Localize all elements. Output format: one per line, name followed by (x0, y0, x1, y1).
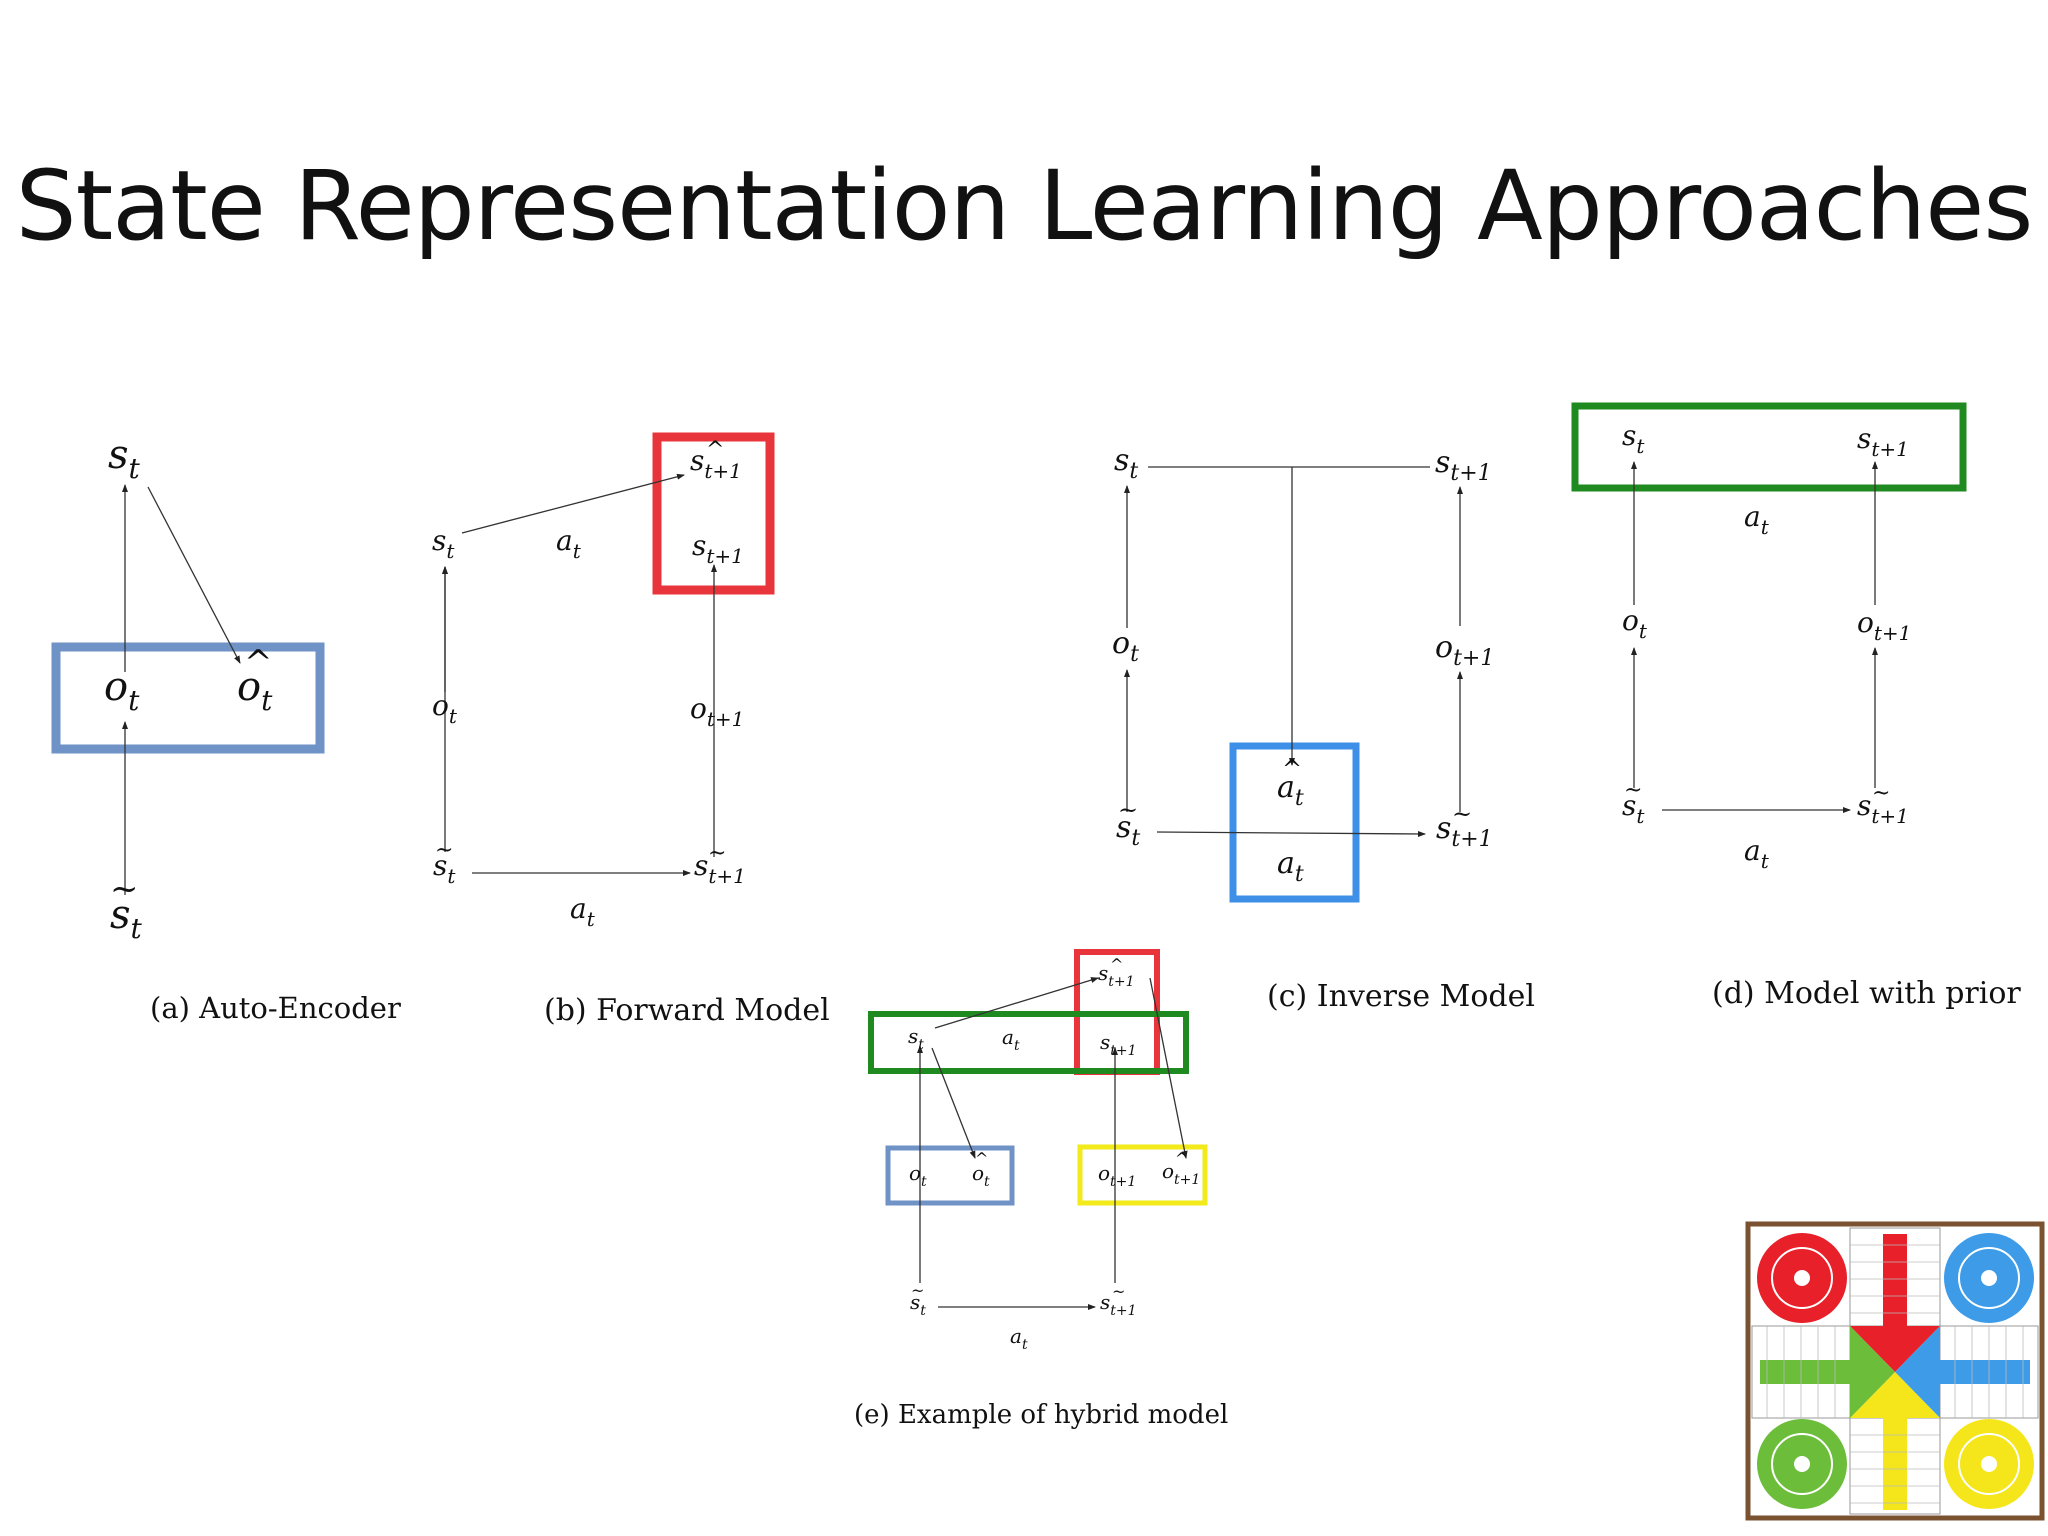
state-label: st (108, 432, 141, 485)
svg-text:~: ~ (435, 838, 453, 863)
svg-text:~: ~ (1118, 796, 1138, 824)
svg-text:at: at (1277, 846, 1304, 887)
svg-text:ot+1: ot+1 (1098, 1161, 1136, 1190)
svg-text:ot: ot (1112, 626, 1139, 667)
caption-a: (a) Auto-Encoder (150, 991, 401, 1025)
svg-text:st+1: st+1 (690, 444, 742, 483)
caption-e: (e) Example of hybrid model (854, 1400, 1228, 1430)
svg-text:st+1: st+1 (1100, 1030, 1137, 1059)
svg-text:~: ~ (911, 1281, 924, 1300)
svg-text:^: ^ (244, 643, 273, 683)
home-blue (1944, 1233, 2034, 1323)
svg-text:ot+1: ot+1 (1857, 606, 1911, 645)
svg-text:st: st (1116, 810, 1140, 851)
svg-text:^: ^ (1282, 755, 1302, 783)
svg-text:ot: ot (909, 1161, 927, 1190)
svg-text:~: ~ (708, 841, 726, 866)
svg-text:st: st (1622, 419, 1645, 458)
svg-text:st: st (908, 1024, 924, 1053)
hybrid-green-box (868, 1011, 1189, 1074)
svg-text:at: at (1744, 500, 1770, 539)
svg-text:st+1: st+1 (692, 529, 744, 568)
svg-text:st: st (910, 1290, 926, 1319)
svg-text:at: at (556, 524, 582, 563)
svg-text:at: at (1744, 834, 1770, 873)
svg-text:st+1: st+1 (694, 849, 746, 888)
svg-text:st+1: st+1 (1857, 422, 1909, 461)
svg-text:^: ^ (706, 438, 724, 463)
svg-text:^: ^ (1175, 1149, 1188, 1168)
svg-text:st: st (1114, 443, 1138, 484)
svg-text:ot+1: ot+1 (1435, 630, 1494, 671)
true-state-label: st (110, 892, 143, 945)
svg-text:~: ~ (1872, 781, 1890, 806)
svg-text:^: ^ (1110, 955, 1123, 974)
svg-text:ot: ot (1622, 604, 1648, 643)
observation-label: ot (104, 664, 140, 717)
home-red (1757, 1233, 1847, 1323)
svg-text:^: ^ (975, 1149, 988, 1168)
diagram-inverse-model: st st+1 ot ot+1 st ~ st+1 ~ at ^ at (c) … (1112, 443, 1535, 1014)
svg-text:st: st (432, 524, 455, 563)
slide-title: State Representation Learning Approaches (15, 150, 2034, 262)
diagram-model-with-prior: st st+1 at ot ot+1 st ~ st+1 ~ at (d) Mo… (1571, 402, 2021, 1011)
svg-text:~: ~ (1452, 800, 1472, 828)
svg-text:at: at (1010, 1324, 1028, 1353)
svg-text:st+1: st+1 (1100, 1290, 1137, 1319)
svg-text:ot+1: ot+1 (690, 692, 744, 731)
prior-box (1571, 402, 1967, 492)
svg-text:ot: ot (972, 1161, 990, 1190)
svg-text:st+1: st+1 (1436, 811, 1493, 852)
svg-text:st+1: st+1 (1857, 789, 1909, 828)
diagram-hybrid-model: st at st+1 ^ st+1 ot ot ^ ot+1 ot+1 ^ st… (854, 949, 1228, 1430)
svg-text:~: ~ (1624, 778, 1642, 803)
svg-text:st+1: st+1 (1435, 445, 1492, 486)
svg-text:st: st (1622, 789, 1645, 828)
caption-c: (c) Inverse Model (1267, 979, 1535, 1014)
svg-text:~: ~ (110, 869, 139, 909)
diagram-auto-encoder: st ot ot ^ st ~ (a) Auto-Encoder (51, 432, 401, 1025)
inverse-prediction-box (1229, 742, 1360, 903)
svg-text:ot: ot (432, 689, 458, 728)
observation-box (51, 642, 325, 754)
svg-text:at: at (1277, 770, 1304, 811)
caption-b: (b) Forward Model (544, 993, 830, 1028)
reconstructed-observation-label: ot (237, 664, 273, 717)
svg-text:ot+1: ot+1 (1162, 1159, 1200, 1188)
hybrid-yellow-box (1077, 1144, 1208, 1206)
svg-text:st: st (433, 849, 456, 888)
svg-text:at: at (1002, 1025, 1020, 1054)
home-yellow (1944, 1419, 2034, 1509)
ludo-board-image (1745, 1221, 2045, 1521)
diagram-forward-model: st at st+1 ^ st+1 ot ot+1 st ~ st+1 ~ at… (432, 432, 830, 1028)
caption-d: (d) Model with prior (1712, 976, 2021, 1011)
home-green (1757, 1419, 1847, 1509)
svg-text:st+1: st+1 (1098, 961, 1135, 990)
hybrid-blue-box (885, 1145, 1015, 1206)
svg-text:~: ~ (1112, 1282, 1125, 1301)
svg-text:at: at (570, 892, 596, 931)
